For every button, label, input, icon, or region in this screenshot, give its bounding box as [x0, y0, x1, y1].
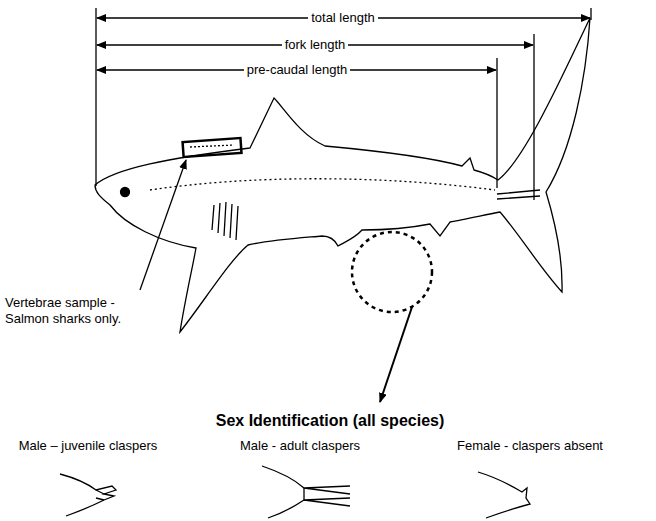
dimension-label: fork length — [282, 37, 349, 53]
clasper-label: Male – juvenile claspers — [19, 438, 158, 454]
section-title: Sex Identification (all species) — [216, 411, 445, 430]
clasper-label: Female - claspers absent — [457, 438, 603, 454]
dimension-label: total length — [308, 10, 378, 26]
callout-note: Vertebrae sample - Salmon sharks only. — [5, 295, 145, 326]
dimension-label: pre-caudal length — [244, 62, 350, 78]
clasper-label: Male - adult claspers — [240, 438, 360, 454]
